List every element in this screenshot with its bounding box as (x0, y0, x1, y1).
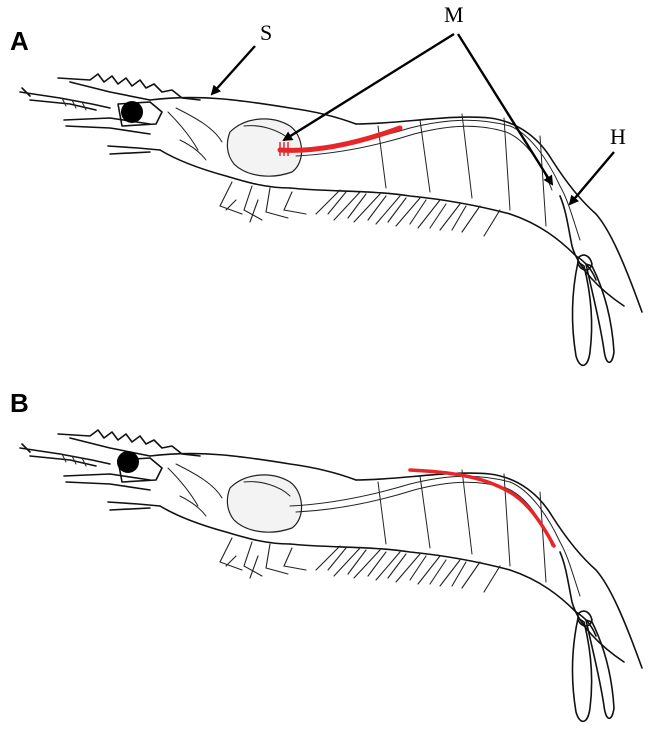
annotation-s: S (260, 20, 272, 45)
panel-a: A S M H (10, 2, 642, 365)
arrow-h (570, 152, 614, 204)
panel-b: B (10, 388, 642, 721)
arrow-s (212, 46, 255, 94)
shrimp-b-eye (117, 451, 139, 473)
panel-b-label: B (10, 388, 29, 418)
shrimp-a-outline (20, 74, 642, 365)
panel-a-label: A (10, 26, 29, 56)
annotation-m: M (444, 2, 464, 27)
highlight-segment-b (410, 470, 554, 546)
arrow-m-right (458, 34, 552, 184)
annotation-h: H (610, 124, 626, 149)
shrimp-b-outline (20, 430, 642, 721)
shrimp-a-eye (121, 101, 143, 123)
